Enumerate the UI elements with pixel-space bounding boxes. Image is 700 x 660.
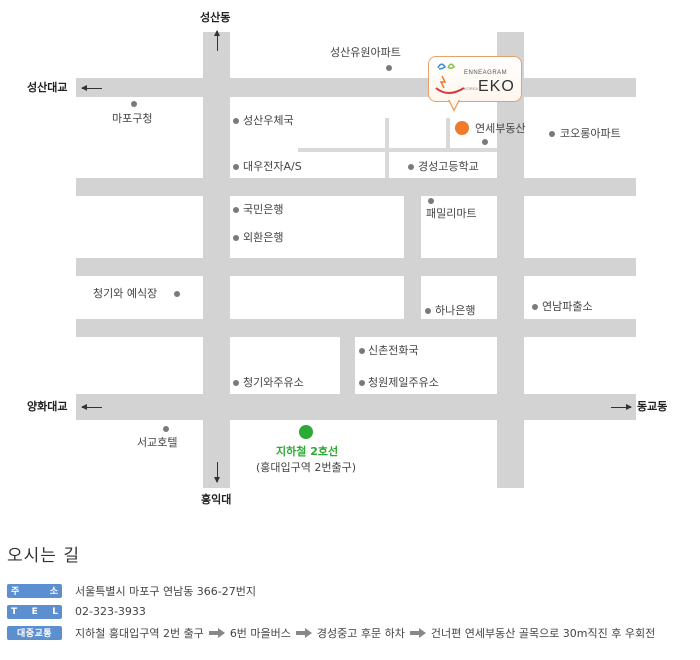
landmark-seongsan-post-office: 성산우체국 [243,114,294,127]
road-horizontal-3 [76,258,636,276]
location-map: 성산동 성산대교 양화대교 동교동 홍익대 성산유원아파트 마포구청 성산우체국… [27,11,668,506]
landmark-dot [233,207,239,213]
badge-char: E [31,606,38,617]
route-step: 경성중고 후문 하차 [316,626,405,640]
arrow-east-icon [611,404,632,410]
badge-transit: 대중교통 [7,625,62,640]
subway-marker-icon [299,425,313,439]
landmark-dot [233,118,239,124]
road-vertical-mid [404,196,421,337]
road-vertical-right [497,32,524,488]
transit-route: 지하철 홍대입구역 2번 출구 6번 마을버스 경성중고 후문 하차 건너편 연… [75,625,655,641]
info-row-transit: 대중교통 지하철 홍대입구역 2번 출구 6번 마을버스 경성중고 후문 하차 … [7,625,655,640]
direction-west-label: 성산대교 [27,81,68,94]
landmark-dot [532,304,538,310]
landmark-seogyo-hotel: 서교호텔 [137,436,178,449]
info-row-address: 주 소 서울특별시 마포구 연남동 366-27번지 [7,583,256,598]
landmark-dot [482,139,488,145]
landmark-dot [386,65,392,71]
street-thin-vertical-2 [446,118,450,148]
route-arrow-icon [409,627,426,638]
direction-southwest-label: 양화대교 [27,400,68,413]
directions-title: 오시는 길 [7,546,80,566]
badge-char: 주 [11,587,20,597]
landmark-cheonggiwa-wedding-hall: 청기와 예식장 [93,287,158,300]
direction-south-label: 홍익대 [201,493,232,506]
arrow-southwest-icon [81,404,102,410]
landmark-family-mart: 패밀리마트 [426,207,477,220]
badge-tel: T E L [7,604,62,619]
destination-label: 연세부동산 [475,122,526,135]
landmark-cheongwon-gas-station: 청원제일주유소 [368,376,439,389]
direction-north-label: 성산동 [200,11,231,24]
arrow-west-icon [81,85,102,91]
landmark-dot [174,291,180,297]
subway-sublabel: (홍대입구역 2번출구) [256,461,357,474]
street-thin-horizontal [298,148,497,152]
logo-line: ENNEAGRAM [464,70,508,76]
road-horizontal-main [76,394,636,420]
badge-address: 주 소 [7,583,62,598]
landmark-hana-bank: 하나은행 [435,304,476,317]
logo-brand: EKO [478,78,515,95]
landmark-sinchon-telephone-office: 신촌전화국 [368,344,419,357]
landmark-seongsan-yuwon-apt: 성산유원아파트 [330,46,401,59]
address-text: 서울특별시 마포구 연남동 366-27번지 [75,584,257,598]
road-vertical-left [203,32,230,488]
road-horizontal-2 [76,178,636,196]
landmark-kookmin-bank: 국민은행 [243,203,284,216]
landmark-dot [233,164,239,170]
road-horizontal-top [76,78,636,97]
street-thin-vertical-1 [385,118,389,178]
eko-logo-icon [435,63,465,94]
landmark-yeonnam-police-box: 연남파출소 [542,300,593,313]
subway-label: 지하철 2호선 [276,445,339,458]
landmark-dot [549,131,555,137]
callout-tail-inner [449,99,459,109]
landmark-dot [233,235,239,241]
route-step: 건너편 연세부동산 골목으로 30m직진 후 우회전 [430,626,656,640]
landmark-cheonggiwa-gas-station: 청기와주유소 [243,376,304,389]
landmark-dot [359,380,365,386]
badge-char: 대중교통 [16,629,53,639]
landmark-kolon-apt: 코오롱아파트 [560,127,621,140]
landmark-dot [233,380,239,386]
direction-east-label: 동교동 [637,400,668,413]
badge-char: L [52,606,58,617]
route-step: 6번 마을버스 [229,626,291,640]
badge-char: 소 [49,587,58,597]
tel-text: 02-323-3933 [75,605,146,618]
landmark-daewoo-electronics-as: 대우전자A/S [243,160,302,173]
logo-tiny: KOREA [464,86,479,91]
landmark-korea-exchange-bank: 외환은행 [243,231,284,244]
arrow-north-icon [214,30,220,51]
road-vertical-small [340,337,355,394]
landmark-dot [359,348,365,354]
landmark-mapo-gu-office: 마포구청 [112,112,153,125]
landmark-dot [131,101,137,107]
landmark-dot [428,198,434,204]
road-horizontal-4 [76,319,636,337]
destination-marker-icon [455,121,469,135]
route-arrow-icon [208,627,225,638]
landmark-dot [408,164,414,170]
landmark-dot [163,426,169,432]
route-step: 지하철 홍대입구역 2번 출구 [75,626,204,640]
badge-char: T [11,606,18,617]
route-arrow-icon [295,627,312,638]
info-row-tel: T E L 02-323-3933 [7,604,146,619]
landmark-dot [425,308,431,314]
landmark-gyeongseong-high-school: 경성고등학교 [418,160,479,173]
arrow-south-icon [214,462,220,483]
